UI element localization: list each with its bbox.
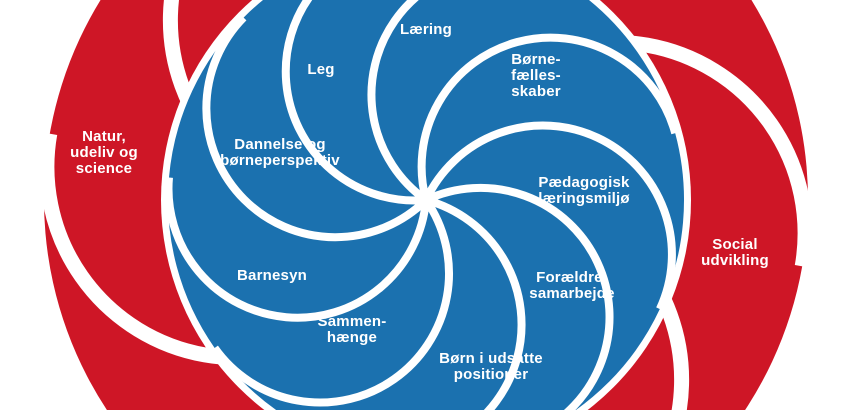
label-barnesyn: Barnesyn (237, 268, 307, 284)
label-line: Social (712, 236, 758, 253)
inner-divider-8 (417, 33, 680, 202)
label-laering: Læring (400, 22, 452, 38)
label-line: Læring (399, 21, 453, 38)
label-line: Sammen- (317, 313, 387, 330)
inner-petal-6 (285, 0, 426, 201)
inner-divider-0 (422, 121, 676, 311)
inner-divider-2 (424, 196, 526, 410)
inner-petal-5 (206, 0, 426, 238)
label-boern-i-udsatte-positioner: Børn i udsatte positioner (439, 351, 543, 383)
label-line: hænge (326, 329, 378, 346)
label-line: børneperspektiv (220, 152, 340, 169)
inner-petal-7 (371, 0, 676, 200)
label-line: fælles- (511, 67, 561, 84)
inner-divider-7 (367, 0, 429, 204)
inner-petal-2 (214, 200, 522, 410)
label-line: Forældre- (536, 269, 608, 286)
inner-petal-8 (421, 37, 685, 310)
label-natur-udeliv-og-science: Natur, udeliv og science (70, 129, 138, 177)
label-sammenhaenge: Sammen- hænge (318, 314, 387, 346)
inner-divider-6 (281, 0, 427, 205)
label-social-udvikling: Social udvikling (701, 237, 769, 269)
label-line: Børn i udsatte (439, 350, 543, 367)
label-line: skaber (511, 83, 561, 100)
inner-divider-4 (164, 177, 430, 322)
label-line: positioner (453, 366, 529, 383)
label-line: Natur, (82, 128, 126, 145)
label-line: udeliv og (70, 144, 138, 161)
inner-ring (164, 0, 685, 410)
inner-petal-3 (167, 177, 449, 403)
label-line: Pædagogisk (538, 174, 630, 191)
label-line: science (75, 160, 133, 177)
label-line: samarbejde (529, 285, 615, 302)
inner-petal-4 (168, 17, 426, 318)
label-line: udvikling (701, 252, 769, 269)
inner-petal-1 (426, 187, 610, 410)
label-line: Dannelse og (234, 136, 326, 153)
label-paedagogisk-laeringsmiljoe: Pædagogisk læringsmiljø (538, 175, 630, 207)
inner-divider-3 (211, 197, 453, 407)
inner-divider-1 (424, 183, 614, 410)
label-boernefaellesskaber: Børne- fælles- skaber (511, 52, 561, 100)
label-foraeldresamarbejde: Forældre- samarbejde (529, 270, 614, 302)
label-leg: Leg (307, 62, 334, 78)
label-dannelse-og-boerneperspektiv: Dannelse og børneperspektiv (220, 137, 340, 169)
label-line: Barnesyn (237, 267, 307, 284)
inner-divider-5 (202, 14, 429, 242)
label-line: læringsmiljø (538, 190, 630, 207)
label-line: Leg (307, 61, 335, 78)
label-line: Børne- (511, 51, 561, 68)
